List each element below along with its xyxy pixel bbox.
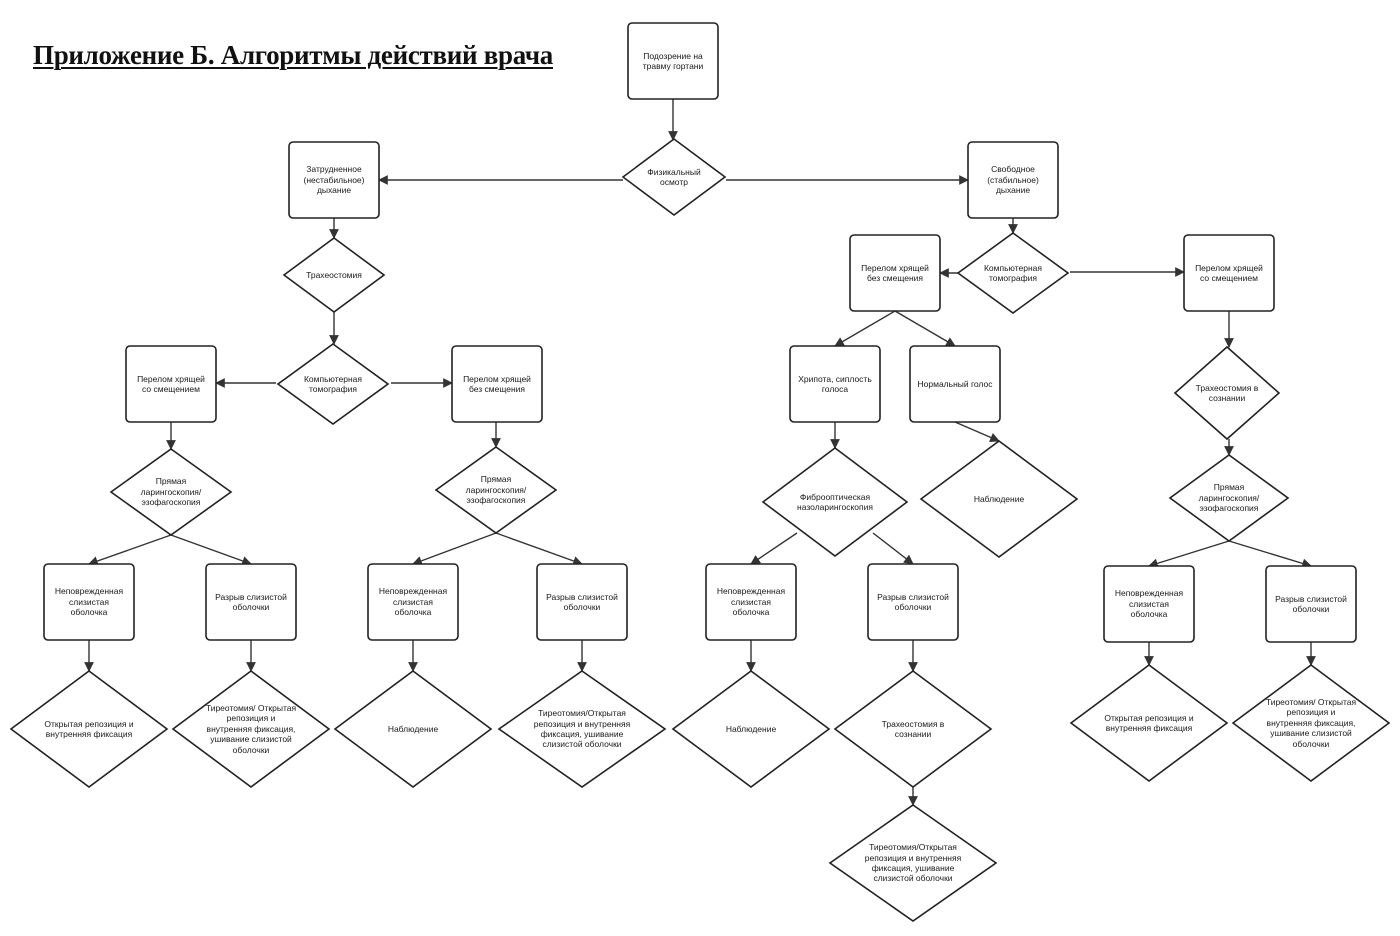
process-box-label: Свободное (стабильное) дыхание — [987, 164, 1039, 196]
decision-diamond — [919, 440, 1079, 558]
flow-arrow — [1148, 540, 1230, 569]
process-box — [451, 345, 543, 423]
process-box-label: Перелом хрящей без смещения — [463, 373, 531, 394]
process-box-label: Неповрежденная слизистая оболочка — [1114, 588, 1184, 620]
process-box-label: Перелом хрящей без смещения — [861, 262, 929, 283]
decision-label: Фиброоптическая назоларингоскопия — [797, 491, 873, 512]
process-box — [288, 141, 380, 219]
decision-diamond — [621, 138, 727, 216]
flowchart-edges — [84, 99, 1316, 806]
decision-diamond — [276, 343, 390, 425]
decision-label: Прямая ларингоскопия/ эзофагоскопия — [465, 474, 527, 506]
flow-arrow — [834, 310, 896, 347]
decision-diamond — [956, 232, 1070, 314]
decision-label: Наблюдение — [725, 723, 777, 734]
decision-diamond — [9, 670, 169, 788]
process-box — [536, 563, 628, 641]
decision-diamond — [434, 446, 558, 534]
process-box-label: Разрыв слизистой оболочки — [1275, 593, 1347, 614]
decision-diamond — [1231, 664, 1391, 782]
process-box — [1265, 565, 1357, 643]
process-box — [705, 563, 797, 641]
decision-diamond — [333, 670, 493, 788]
process-box — [1183, 234, 1275, 312]
process-box-label: Хрипота, сиплость голоса — [798, 373, 872, 394]
decision-label: Открытая репозиция и внутренняя фиксация — [1104, 712, 1194, 733]
process-box — [367, 563, 459, 641]
flow-arrow — [170, 534, 252, 566]
decision-diamond — [282, 237, 386, 313]
process-box — [867, 563, 959, 641]
process-box — [789, 345, 881, 423]
flow-arrow — [954, 421, 1000, 443]
decision-diamond — [828, 804, 998, 922]
process-box-label: Неповрежденная слизистая оболочка — [716, 586, 786, 618]
process-box-label: Неповрежденная слизистая оболочка — [54, 586, 124, 618]
process-box-label: Разрыв слизистой оболочки — [877, 591, 949, 612]
decision-label: Прямая ларингоскопия/ эзофагоскопия — [1198, 482, 1260, 514]
decision-label: Трахеостомия — [306, 269, 362, 280]
decision-diamond — [109, 448, 233, 536]
process-box — [125, 345, 217, 423]
decision-diamond — [497, 670, 667, 788]
flowchart-shapes — [9, 22, 1391, 922]
decision-label: Трахеостомия в сознании — [881, 718, 945, 739]
decision-label: Прямая ларингоскопия/ эзофагоскопия — [140, 476, 202, 508]
decision-label: Наблюдение — [973, 493, 1025, 504]
process-box — [909, 345, 1001, 423]
flow-arrow — [1228, 540, 1312, 569]
page-title: Приложение Б. Алгоритмы действий врача — [33, 40, 553, 70]
decision-label: Физикальный осмотр — [647, 166, 701, 187]
flow-arrow — [412, 532, 497, 566]
process-box-label: Неповрежденная слизистая оболочка — [378, 586, 448, 618]
flow-arrow — [872, 532, 914, 565]
process-box-label: Перелом хрящей со смещением — [1195, 262, 1263, 283]
decision-label: Компьютерная томография — [303, 373, 362, 394]
decision-label: Трахеостомия в сознании — [1195, 382, 1259, 403]
process-box-label: Затрудненное (нестабильное) дыхание — [303, 164, 365, 196]
decision-diamond — [833, 670, 993, 788]
process-box-label: Разрыв слизистой оболочки — [546, 591, 618, 612]
process-box-label: Нормальный голос — [917, 378, 993, 389]
decision-label: Открытая репозиция и внутренняя фиксация — [44, 718, 134, 739]
process-box-label: Разрыв слизистой оболочки — [215, 591, 287, 612]
flow-arrow — [88, 534, 172, 566]
decision-label: Тиреотомия/ Открытая репозиция и внутрен… — [205, 703, 297, 755]
decision-diamond — [1069, 664, 1229, 782]
process-box — [205, 563, 297, 641]
decision-diamond — [171, 670, 331, 788]
process-box — [967, 141, 1059, 219]
decision-diamond — [671, 670, 831, 788]
flow-arrow — [750, 532, 798, 565]
flow-arrow — [894, 310, 956, 347]
process-box — [43, 563, 135, 641]
process-box — [627, 22, 719, 100]
decision-label: Тиреотомия/Открытая репозиция и внутренн… — [864, 842, 962, 884]
process-box — [1103, 565, 1195, 643]
decision-label: Компьютерная томография — [983, 262, 1042, 283]
decision-label: Наблюдение — [387, 723, 439, 734]
decision-diamond — [1173, 345, 1281, 441]
process-box-label: Подозрение на травму гортани — [642, 50, 704, 71]
decision-label: Тиреотомия/Открытая репозиция и внутренн… — [533, 708, 631, 750]
process-box — [849, 234, 941, 312]
decision-diamond — [761, 447, 909, 557]
flow-arrow — [495, 532, 583, 566]
decision-label: Тиреотомия/ Открытая репозиция и внутрен… — [1265, 697, 1357, 749]
decision-diamond — [1168, 454, 1290, 542]
process-box-label: Перелом хрящей со смещением — [137, 373, 205, 394]
